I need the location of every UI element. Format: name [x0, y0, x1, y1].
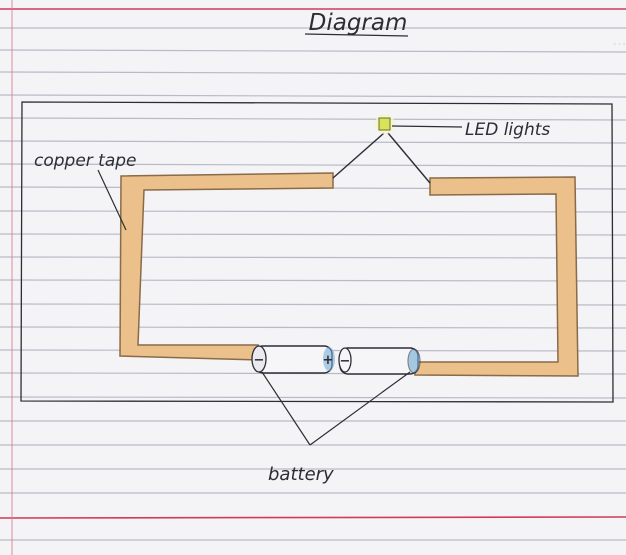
ruled-line: [0, 326, 626, 329]
diagram-border: [20, 101, 614, 403]
led-lights-label: LED lights: [465, 120, 550, 140]
battery-leader-right: [309, 371, 411, 446]
left-cell-negative-terminal: −: [254, 353, 265, 368]
battery-label-leaders: [261, 371, 411, 446]
ruled-line: [0, 94, 626, 98]
bottom-margin-line: [0, 516, 626, 519]
battery-right-cell: [338, 347, 421, 375]
ruled-line: [0, 49, 626, 53]
ruled-line: [0, 279, 626, 282]
led-left-lead: [332, 132, 385, 179]
led-right-lead: [387, 132, 431, 184]
title-underline: [304, 33, 409, 37]
show-through-text: ...: [612, 31, 626, 49]
ruled-line: [0, 71, 626, 75]
ruled-line: [0, 303, 626, 306]
copper-tape-label-leader: [97, 169, 127, 231]
led-wires: [332, 132, 431, 184]
ruled-line: [0, 396, 626, 399]
led-label-leader: [391, 125, 463, 128]
right-cell-negative-terminal: −: [340, 354, 351, 369]
ruled-line: [0, 163, 626, 167]
battery-left-cell: [251, 345, 335, 374]
battery-leader-left: [261, 371, 311, 446]
led-light: [375, 114, 395, 134]
ruled-line: [0, 210, 626, 213]
left-cell-positive-terminal: +: [323, 353, 334, 368]
ruled-line: [0, 233, 626, 236]
page-title: Diagram: [309, 10, 408, 36]
ruled-line: [0, 256, 626, 259]
copper-tape-label: copper tape: [34, 151, 137, 171]
ruled-line: [0, 117, 626, 121]
ruled-line: [0, 140, 626, 144]
battery-label: battery: [268, 464, 334, 485]
svg-text:...: ...: [612, 31, 626, 49]
